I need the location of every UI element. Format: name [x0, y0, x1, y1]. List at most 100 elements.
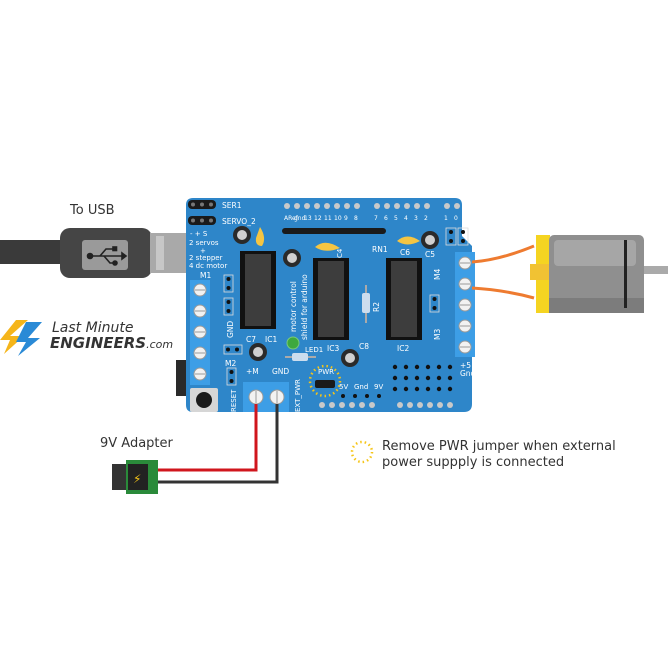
header-pin-label: 1	[444, 215, 448, 222]
proto-pin	[436, 375, 442, 381]
note-line2: power suppply is connected	[382, 455, 564, 470]
header-pin	[417, 402, 423, 408]
proto-pin	[414, 386, 420, 392]
servo2-header	[188, 216, 216, 225]
gnd3-label: Gnd	[460, 369, 476, 378]
servos-label: 2 servos	[189, 239, 219, 247]
m1-label: M1	[200, 271, 211, 280]
ser1-header	[188, 200, 216, 209]
proto-pin	[425, 386, 431, 392]
power-pin	[365, 394, 369, 398]
pwr-label: PWR	[318, 368, 334, 376]
reset-button[interactable]	[190, 388, 218, 412]
header-pin	[354, 203, 360, 209]
header-pin	[374, 203, 380, 209]
header-pin-label: 13	[304, 215, 312, 222]
header-pins-top	[284, 203, 460, 209]
r2-label: R2	[372, 302, 381, 312]
adapter-label: 9V Adapter	[100, 436, 174, 451]
proto-pin	[447, 364, 453, 370]
header-pin	[427, 402, 433, 408]
header-pin	[339, 402, 345, 408]
rn1-label: RN1	[372, 245, 388, 254]
lightning-icon: ⚡	[133, 472, 141, 486]
header-pin-label: 9	[344, 215, 348, 222]
header-pin	[384, 203, 390, 209]
header-pin	[414, 203, 420, 209]
c6-label: C6	[400, 248, 410, 257]
ic1-chip	[240, 251, 276, 329]
header-pin	[369, 402, 375, 408]
header-pin-label: 8	[354, 215, 358, 222]
pwr-jumper-highlight	[308, 364, 342, 398]
capacitor-c4	[315, 242, 340, 251]
terminal-screws-left	[193, 283, 207, 381]
power-pins	[341, 394, 381, 398]
header-pin-label: 3	[414, 215, 418, 222]
header-pin-label: 11	[324, 215, 332, 222]
motor-lead-2	[471, 286, 535, 300]
header-pin-label: 12	[314, 215, 322, 222]
header-pin	[344, 203, 350, 209]
header-pin	[394, 203, 400, 209]
proto-pin	[414, 375, 420, 381]
ic2-label: IC2	[397, 344, 409, 353]
header-pin-label: 4	[404, 215, 408, 222]
header-pin	[397, 402, 403, 408]
header-pin	[437, 402, 443, 408]
reset-label: RESET	[230, 389, 238, 412]
gnd2-label: Gnd	[354, 383, 368, 391]
proto-pin	[436, 364, 442, 370]
plus-m-label: +M	[246, 367, 259, 376]
jumper-m3m4	[429, 294, 440, 313]
logo-line1: Last Minute	[52, 320, 133, 336]
jumper-left-1	[223, 274, 234, 316]
dc-motor-label: 4 dc motor	[189, 262, 227, 270]
plus5-label: +5	[460, 361, 471, 370]
capacitor-c6	[397, 236, 420, 245]
note-ring-icon	[350, 440, 374, 464]
led1	[286, 336, 300, 350]
proto-pin	[414, 364, 420, 370]
proto-pin	[392, 364, 398, 370]
proto-pin	[447, 375, 453, 381]
proto-pin	[436, 386, 442, 392]
proto-pin	[392, 386, 398, 392]
plus-label: +	[200, 247, 206, 255]
ext-gnd-label: GND	[272, 367, 289, 376]
m4-label: M4	[433, 269, 442, 280]
header-pin	[319, 402, 325, 408]
brand-line1: motor control	[289, 281, 298, 332]
9v-label: 9V	[374, 383, 383, 391]
brand-line2: shield for arduino	[300, 274, 309, 340]
header-pin-label: 0	[454, 215, 458, 222]
logo-bolt-icon	[0, 320, 42, 356]
jumper-left-2	[223, 344, 243, 355]
header-pin	[284, 203, 290, 209]
stepper-label: 2 stepper	[189, 254, 223, 262]
pwr-jumper[interactable]	[315, 380, 335, 388]
proto-pin	[392, 375, 398, 381]
header-pin-label: 5	[394, 215, 398, 222]
ic2-chip	[386, 258, 422, 340]
header-pin	[444, 203, 450, 209]
ic3-label: IC3	[327, 344, 339, 353]
led1-label: LED1	[305, 346, 323, 354]
header-pin	[329, 402, 335, 408]
board-slot	[282, 228, 386, 234]
jumper-reset	[226, 367, 237, 386]
usb-cable	[0, 240, 70, 264]
servo-pins-label: - + S	[190, 230, 208, 238]
c8-label: C8	[359, 342, 369, 351]
ser1-label: SER1	[222, 201, 242, 210]
to-usb-label: To USB	[69, 203, 115, 218]
header-pin-label: 7	[374, 215, 378, 222]
wire-black	[158, 404, 279, 484]
header-pin	[304, 203, 310, 209]
5v-label: 5V	[339, 383, 348, 391]
header-pins-bottom	[319, 402, 453, 408]
m2-label: M2	[225, 359, 236, 368]
usb-icon	[86, 246, 128, 266]
c5-label: C5	[425, 250, 435, 259]
